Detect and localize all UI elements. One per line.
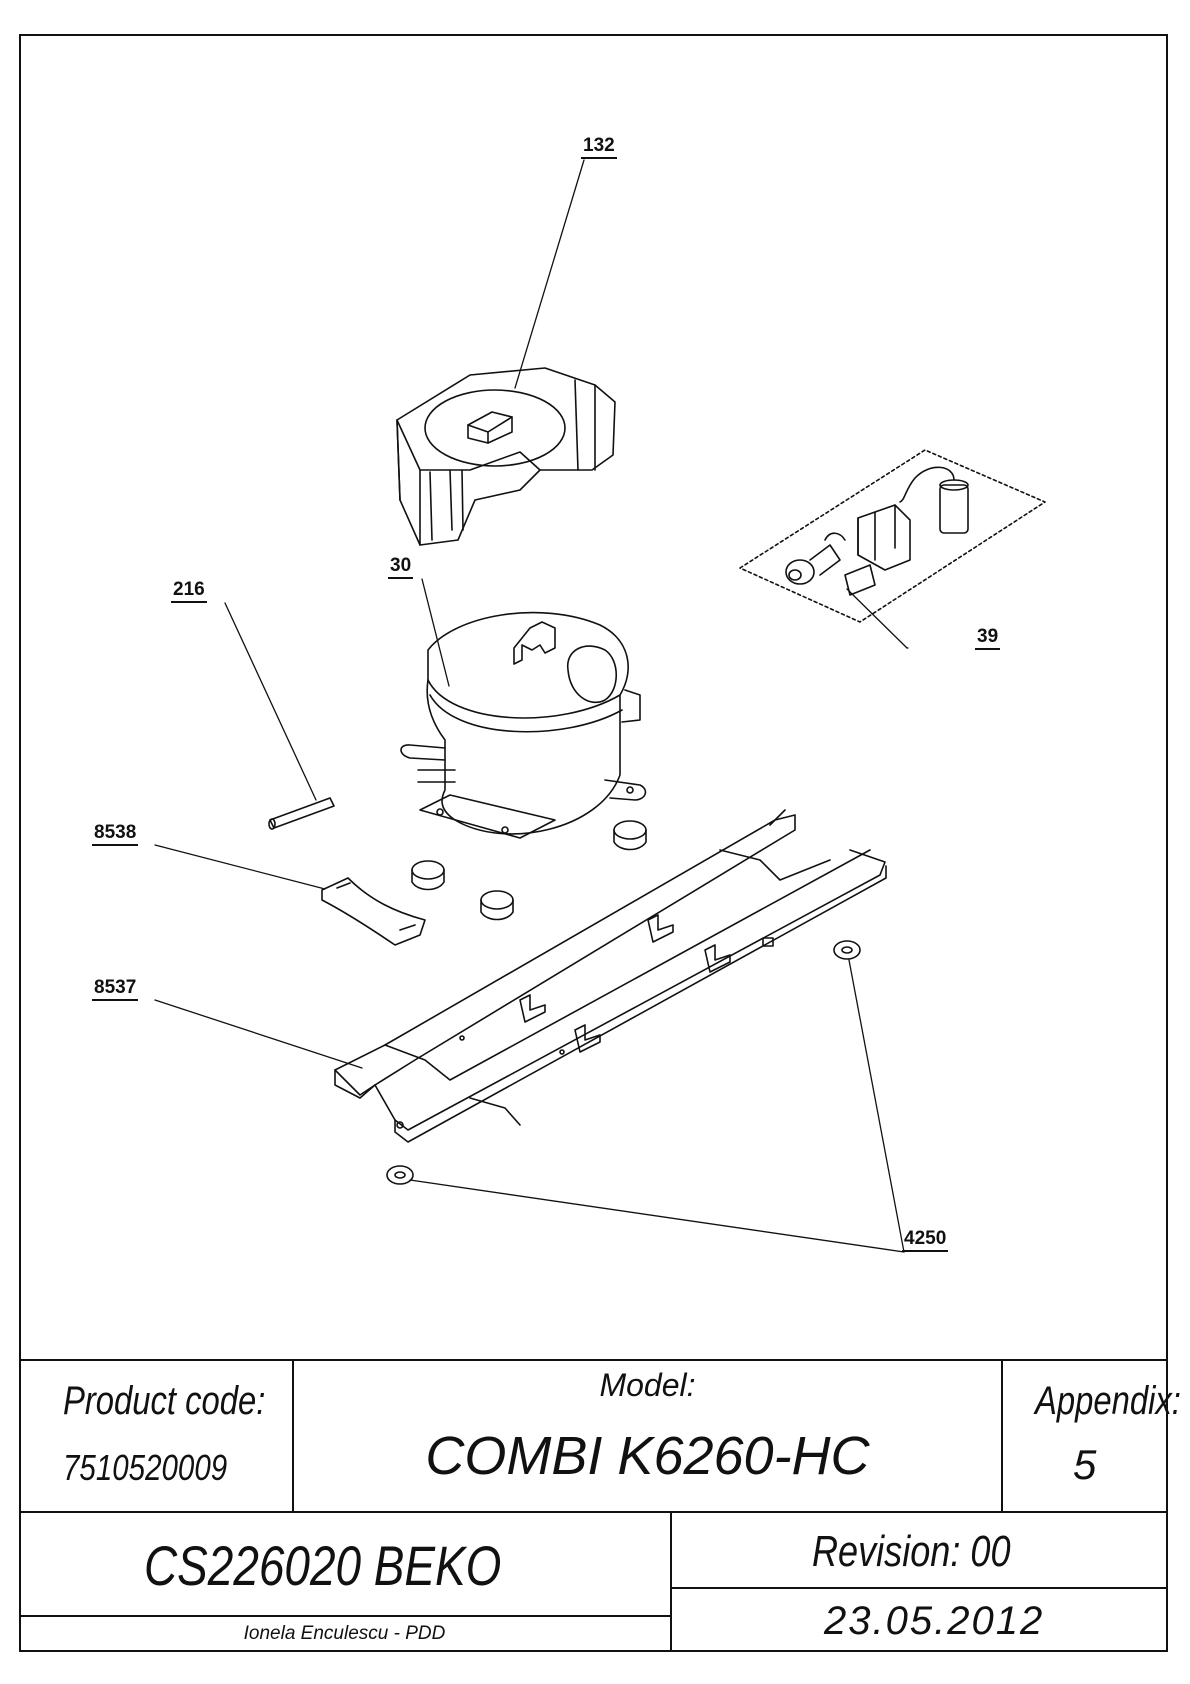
drawing-sheet [19,34,1168,1652]
grommets [411,820,647,921]
author-cell: Ionela Enculescu - PDD [19,1617,670,1652]
product-code-label: Product code: [63,1379,266,1423]
author: Ionela Enculescu - PDD [243,1623,446,1644]
drawing-code-cell: CS226020 BEKO [19,1513,670,1615]
callout-8538: 8538 [92,823,139,846]
product-code-cell: Product code: 7510520009 [19,1359,292,1511]
date-cell: 23.05.2012 [672,1589,1168,1652]
part-132-cover [396,367,616,546]
callout-4250: 4250 [902,1229,949,1252]
part-30-compressor [400,611,647,839]
callout-132: 132 [581,136,617,159]
part-216-pin [268,797,335,830]
part-4250-grommets [386,940,861,1185]
callout-39: 39 [975,627,1001,650]
callout-8537: 8537 [92,978,139,1001]
appendix-value: 5 [1073,1441,1097,1488]
appendix-label: Appendix: [1035,1379,1181,1423]
title-block: Product code: 7510520009 Model: COMBI K6… [19,1359,1181,1652]
part-39-electrical-kit [739,449,1046,623]
revision: Revision: 00 [812,1527,1011,1576]
callout-216: 216 [171,580,207,603]
exploded-view-drawing [154,159,1046,1253]
model-value: COMBI K6260-HC [425,1426,870,1486]
date: 23.05.2012 [824,1599,1045,1643]
model-label: Model: [599,1367,696,1403]
leader-lines [154,159,909,1253]
appendix-cell: Appendix: 5 [1003,1359,1181,1511]
revision-cell: Revision: 00 [672,1513,1168,1587]
model-cell: Model: COMBI K6260-HC [294,1359,1001,1511]
drawing-code: CS226020 BEKO [144,1534,502,1597]
part-8537-rails [334,809,887,1143]
callout-30: 30 [388,556,414,579]
product-code-value: 7510520009 [63,1447,228,1488]
part-8538-bracket [321,877,426,946]
